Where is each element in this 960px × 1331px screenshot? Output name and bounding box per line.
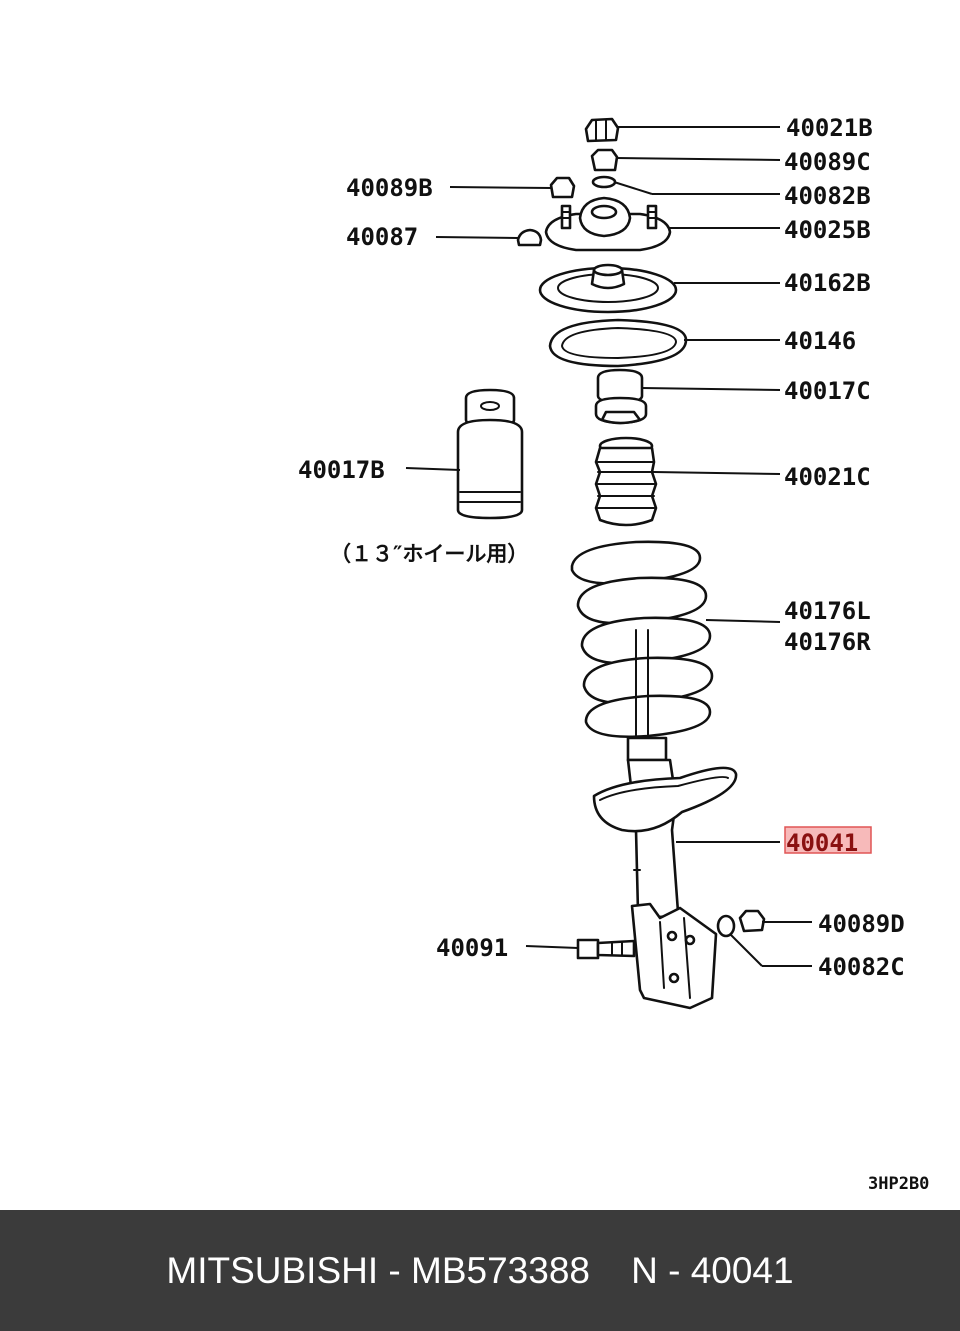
part-40017C-bump-stopper bbox=[594, 368, 648, 425]
part-40021B-cap-nut bbox=[584, 117, 620, 143]
part-40082C-washer bbox=[716, 914, 736, 938]
leader-lines bbox=[405, 126, 812, 967]
part-40091-bolt bbox=[576, 938, 636, 960]
callout-40082B[interactable]: 40082B bbox=[784, 182, 871, 210]
footer-title: MITSUBISHI - MB573388 N - 40041 bbox=[166, 1249, 794, 1291]
part-40082B-washer bbox=[591, 175, 617, 189]
part-40089C-nut bbox=[590, 148, 619, 172]
callout-40089C[interactable]: 40089C bbox=[784, 148, 871, 176]
callout-40146[interactable]: 40146 bbox=[784, 327, 856, 355]
part-40021C-bellows bbox=[594, 436, 658, 527]
callout-40017B[interactable]: 40017B bbox=[298, 456, 385, 484]
diagram-code: 3HP2B0 bbox=[868, 1174, 929, 1194]
callout-40021B[interactable]: 40021B bbox=[786, 114, 873, 142]
highlight-box bbox=[784, 826, 872, 854]
callout-40091[interactable]: 40091 bbox=[436, 934, 508, 962]
callout-40089D[interactable]: 40089D bbox=[818, 910, 905, 938]
part-40089D-nut bbox=[738, 909, 766, 933]
callout-40017C[interactable]: 40017C bbox=[784, 377, 871, 405]
part-40146-spring-insulator bbox=[548, 318, 688, 368]
footer-bar: MITSUBISHI - MB573388 N - 40041 bbox=[0, 1210, 960, 1331]
strut-assembly-diagram: 40021B 40089C 40082B 40089B 40087 40025B… bbox=[298, 114, 929, 1194]
callout-40025B[interactable]: 40025B bbox=[784, 216, 871, 244]
callout-40087[interactable]: 40087 bbox=[346, 223, 418, 251]
callout-40021C[interactable]: 40021C bbox=[784, 463, 871, 491]
wheel-size-note: （１３″ホイール用） bbox=[330, 542, 528, 566]
part-40025B-upper-mount bbox=[544, 196, 672, 252]
part-40089B-nut bbox=[549, 176, 576, 199]
callout-40176R[interactable]: 40176R bbox=[784, 628, 871, 656]
callout-40162B[interactable]: 40162B bbox=[784, 269, 871, 297]
part-40041-strut-assembly bbox=[592, 736, 738, 1010]
part-40176-coil-spring bbox=[570, 540, 714, 741]
callout-40082C[interactable]: 40082C bbox=[818, 953, 905, 981]
callout-40176L[interactable]: 40176L bbox=[784, 597, 871, 625]
callout-40089B[interactable]: 40089B bbox=[346, 174, 433, 202]
part-40017B-dust-cover bbox=[456, 388, 524, 520]
part-40087-bump-cap bbox=[516, 228, 543, 247]
callout-40041[interactable]: 40041 bbox=[786, 829, 858, 857]
part-40162B-strut-bearing bbox=[538, 263, 678, 314]
